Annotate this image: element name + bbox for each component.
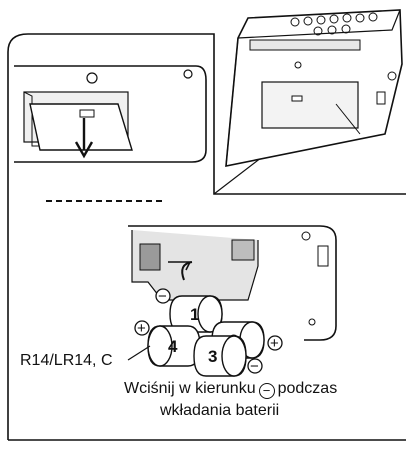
instruction-line-2: wkładania baterii xyxy=(160,402,280,419)
plus-sign-2: + xyxy=(270,335,279,352)
back-panel-zoom xyxy=(14,65,207,163)
callout-frame xyxy=(7,33,406,441)
battery-4: 4 xyxy=(147,325,201,367)
minus-sign-3: − xyxy=(250,358,259,375)
instruction-line-1: Wciśnij w kierunku−podczas xyxy=(124,380,337,399)
battery-3: 3 xyxy=(193,335,247,377)
instruction-before: Wciśnij w kierunku xyxy=(124,380,256,397)
battery-compartment xyxy=(128,225,337,341)
instruction-after: podczas xyxy=(277,380,338,397)
minus-circle-icon: − xyxy=(258,383,275,399)
plus-sign-4: + xyxy=(137,320,146,337)
slide-down-arrow-icon xyxy=(74,118,94,159)
battery-cover xyxy=(29,103,133,151)
polarity-marks: − + + − xyxy=(134,288,283,375)
battery-1: 1 xyxy=(169,295,223,333)
battery-number-4: 4 xyxy=(168,337,178,356)
insert-arrow-icon xyxy=(181,261,193,281)
battery-type-label: R14/LR14, C xyxy=(20,352,113,369)
battery-number-1: 1 xyxy=(190,305,199,324)
radio-overview xyxy=(225,9,403,167)
battery-number-3: 3 xyxy=(208,347,217,366)
minus-sign-1: − xyxy=(158,288,167,305)
model-leader-line xyxy=(127,345,151,361)
